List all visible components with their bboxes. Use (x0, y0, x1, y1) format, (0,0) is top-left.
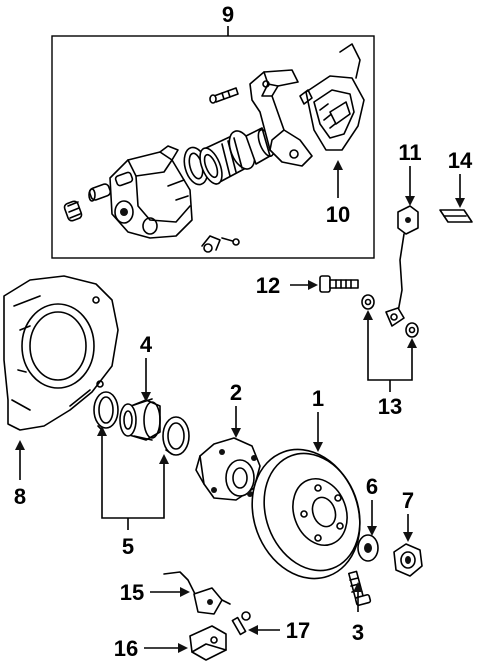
hub-2 (195, 437, 261, 501)
brake-pads (305, 43, 365, 151)
pad-wear-sensor-11 (385, 205, 419, 327)
bleeder-screw (201, 235, 240, 253)
callout-5: 5 (122, 534, 134, 559)
dust-shield-8 (3, 275, 119, 431)
thrust-washer-6 (357, 534, 379, 562)
callout-12: 12 (256, 273, 280, 298)
snap-ring-right (162, 416, 190, 456)
callout-17: 17 (286, 618, 310, 643)
callout-1: 1 (312, 386, 324, 411)
callout-10: 10 (326, 202, 350, 227)
caliper-housing (109, 145, 193, 239)
callout-14: 14 (448, 148, 473, 173)
callout-3: 3 (352, 620, 364, 645)
screw-17 (231, 611, 251, 636)
callout-16: 16 (114, 636, 138, 661)
guide-pin-bushings (63, 171, 134, 222)
anti-rattle-clip-14 (439, 209, 473, 223)
callout-15: 15 (120, 580, 144, 605)
callout-7: 7 (402, 488, 414, 513)
hub-nut-7 (393, 543, 423, 577)
pad-clip (299, 89, 313, 105)
snap-ring-left (93, 391, 119, 431)
washers-13 (361, 294, 419, 338)
guide-pin-bolt (209, 87, 239, 104)
caliper-bolt-12 (319, 275, 359, 293)
piston-and-boot (199, 127, 275, 185)
callout-11: 11 (398, 140, 421, 165)
wheel-bearing-4 (119, 398, 161, 441)
abs-sensor-15 (163, 571, 231, 615)
leader-lines (15, 160, 465, 653)
callout-2: 2 (230, 380, 242, 405)
caliper-assembly-box (51, 35, 375, 259)
caliper-assembly-group (51, 26, 375, 259)
callout-labels: 9 10 11 14 12 13 4 2 1 8 5 6 7 15 3 16 1… (14, 2, 473, 661)
callout-8: 8 (14, 484, 26, 509)
callout-9: 9 (222, 2, 234, 27)
callout-13: 13 (378, 394, 402, 419)
brake-rotor-1 (251, 448, 361, 580)
caliper-support-bracket (249, 69, 313, 167)
callout-4: 4 (140, 332, 153, 357)
sensor-bracket-16 (189, 625, 227, 661)
callout-6: 6 (366, 474, 378, 499)
